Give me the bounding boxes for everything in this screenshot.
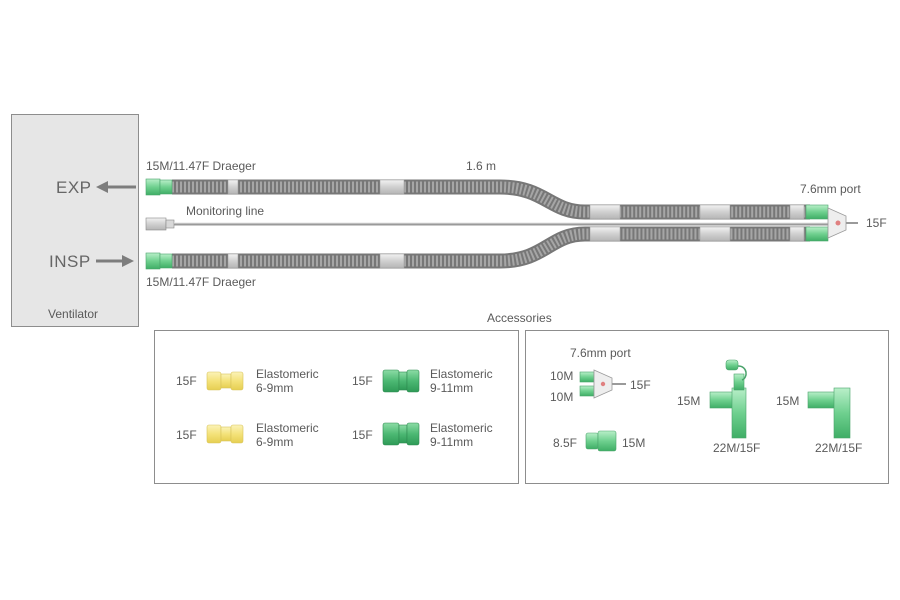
wye-port-label: 7.6mm port [570,346,631,360]
yellow-cap-2-icon [206,424,244,444]
monitoring-line [145,217,830,231]
tpiece-icon [709,359,747,439]
cap-4-type-line1: Elastomeric [430,421,493,435]
patient-end-label: 15F [866,216,887,230]
tpiece-left-label: 15M [677,394,701,408]
adapter-right-label: 15M [622,436,646,450]
cap-2-type-line1: Elastomeric [430,367,493,381]
cap-4-type-line2: 9-11mm [430,435,474,449]
cap-1-type-line1: Elastomeric [256,367,319,381]
exp-label: EXP [56,178,92,197]
cap-3-type-line2: 6-9mm [256,435,294,449]
accessories-left-panel [154,330,519,484]
cap-2-type-line2: 9-11mm [430,381,474,395]
monitoring-line-label: Monitoring line [186,204,265,218]
cap-4-size: 15F [352,428,373,442]
insp-arrow-icon [96,255,134,267]
cap-3-type: Elastomeric 6-9mm [256,421,319,449]
adapter-icon [585,430,617,452]
elbow-bottom-label: 22M/15F [815,441,863,455]
ventilator-label: Ventilator [48,307,99,321]
accessories-title: Accessories [487,311,552,325]
inspiratory-tube [172,226,810,269]
tpiece-bottom-label: 22M/15F [713,441,761,455]
yellow-cap-1-icon [206,371,244,391]
green-cap-1-icon [382,369,420,393]
wye-top-label: 10M [550,369,574,383]
bottom-connector-label: 15M/11.47F Draeger [146,275,256,289]
top-connector-label: 15M/11.47F Draeger [146,159,256,173]
insp-connector-icon [145,252,173,270]
elbow-icon [807,387,851,439]
cap-2-size: 15F [352,374,373,388]
cap-1-type-line2: 6-9mm [256,381,294,395]
cap-4-type: Elastomeric 9-11mm [430,421,493,449]
length-label: 1.6 m [466,159,497,173]
cap-1-type: Elastomeric 6-9mm [256,367,319,395]
adapter-left-label: 8.5F [553,436,578,450]
exp-connector-icon [145,178,173,196]
cap-2-type: Elastomeric 9-11mm [430,367,493,395]
accessory-wye-icon [579,369,626,399]
cap-1-size: 15F [176,374,197,388]
patient-wye-icon [805,204,858,242]
exp-arrow-icon [96,181,136,193]
insp-label: INSP [49,252,91,271]
accessories-right-panel [525,330,889,484]
green-cap-2-icon [382,422,420,446]
elbow-left-label: 15M [776,394,800,408]
cap-3-type-line1: Elastomeric [256,421,319,435]
port-label: 7.6mm port [800,182,861,196]
wye-right-label: 15F [630,378,651,392]
cap-3-size: 15F [176,428,197,442]
expiratory-tube [172,179,810,220]
wye-bottom-label: 10M [550,390,574,404]
ventilator-box [11,114,139,327]
